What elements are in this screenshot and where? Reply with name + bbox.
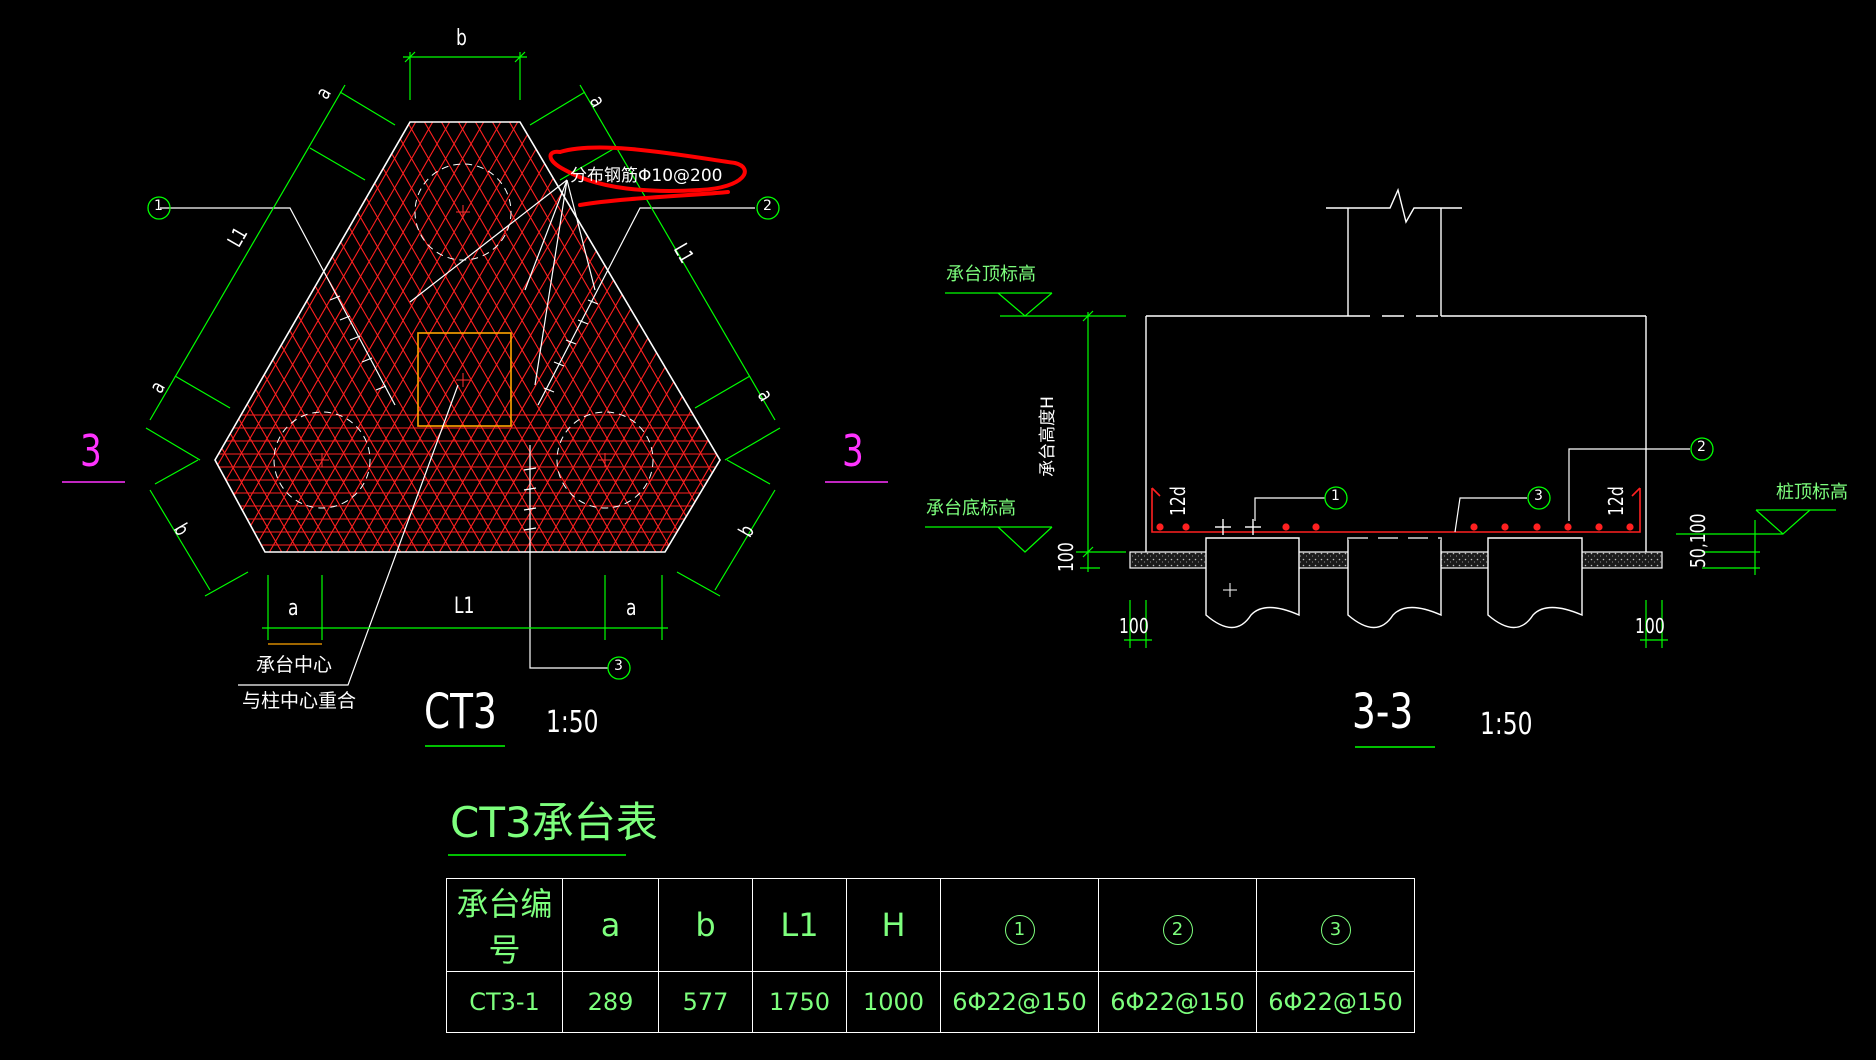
header-H: H xyxy=(846,878,941,972)
dim-L1-bottom: L1 xyxy=(454,594,475,619)
cell-rebar-1: 6Φ22@150 xyxy=(940,971,1099,1033)
pile-circle-left xyxy=(273,411,371,509)
section-cap xyxy=(1145,315,1647,552)
section-piles xyxy=(1205,537,1583,629)
cell-rebar-3: 6Φ22@150 xyxy=(1256,971,1415,1033)
marker-2-circle xyxy=(756,196,780,220)
plan-view xyxy=(62,51,888,747)
cell-H: 1000 xyxy=(846,971,941,1033)
cap-outline xyxy=(214,121,721,553)
section-marker-2: 2 xyxy=(1697,439,1706,455)
dim-100-left: 100 xyxy=(1119,614,1149,638)
section-mark-right: 3 xyxy=(842,426,864,477)
highlight-annotation xyxy=(548,145,747,207)
header-a: a xyxy=(562,878,659,972)
marker-2-label: 2 xyxy=(763,198,772,214)
cap-height-label: 承台高度H xyxy=(1037,396,1058,477)
plan-dimensions xyxy=(145,51,781,640)
header-cap-id: 承台编号 xyxy=(446,878,563,972)
header-L1: L1 xyxy=(752,878,847,972)
section-mark-left: 3 xyxy=(80,426,102,477)
dim-100-vertical: 100 xyxy=(1054,542,1078,572)
pile-top-elevation-label: 桩顶标高 xyxy=(1776,482,1848,503)
dim-50-100: 50,100 xyxy=(1686,513,1710,568)
section-marker-3: 3 xyxy=(1534,488,1543,504)
column-outline xyxy=(417,332,512,427)
plan-title: CT3 xyxy=(424,684,497,740)
section-scale: 1:50 xyxy=(1480,707,1533,742)
section-title: 3-3 xyxy=(1352,684,1414,740)
rebar-markers xyxy=(147,196,780,680)
pile-centers xyxy=(315,205,612,467)
leader-lines xyxy=(160,179,755,686)
table-title: CT3承台表 xyxy=(450,798,658,847)
column-center xyxy=(456,373,470,387)
bottom-elevation-label: 承台底标高 xyxy=(926,498,1016,519)
section-column xyxy=(1326,187,1462,316)
rebar-dots xyxy=(1156,523,1634,531)
marker-3-circle xyxy=(607,656,631,680)
hook-12d-right: 12d xyxy=(1604,486,1628,516)
leader-ticks xyxy=(329,295,599,531)
center-note-line1: 承台中心 xyxy=(256,654,333,676)
cell-L1: 1750 xyxy=(752,971,847,1033)
pile-circle-right xyxy=(556,411,654,509)
pile-cap-table: 承台编号 a b L1 H 1 2 3 CT3-1 289 577 1750 1… xyxy=(446,878,1415,1033)
plan-scale: 1:50 xyxy=(546,705,599,740)
cell-rebar-2: 6Φ22@150 xyxy=(1098,971,1257,1033)
header-rebar-3: 3 xyxy=(1256,878,1415,972)
dim-100-right: 100 xyxy=(1635,614,1665,638)
section-view xyxy=(925,187,1836,748)
header-marker-1: 1 xyxy=(1004,915,1035,945)
center-note-line2: 与柱中心重合 xyxy=(242,690,357,712)
header-b: b xyxy=(658,878,753,972)
pile-center-cross xyxy=(1223,583,1237,597)
section-dimensions xyxy=(925,292,1836,648)
dim-b-top: b xyxy=(456,26,467,51)
dim-a-bottom-right: a xyxy=(626,596,637,621)
section-rebar xyxy=(1151,487,1641,533)
table-header-row: 承台编号 a b L1 H 1 2 3 xyxy=(446,878,1415,972)
cell-b: 577 xyxy=(658,971,753,1033)
top-elevation-label: 承台顶标高 xyxy=(946,264,1036,285)
header-rebar-2: 2 xyxy=(1098,878,1257,972)
section-markers xyxy=(1324,437,1714,510)
header-marker-3: 3 xyxy=(1320,915,1351,945)
cell-a: 289 xyxy=(562,971,659,1033)
dim-a-bottom-left: a xyxy=(288,596,299,621)
cell-cap-id: CT3-1 xyxy=(446,971,563,1033)
hook-12d-left: 12d xyxy=(1166,486,1190,516)
rebar-note: 分布钢筋Φ10@200 xyxy=(570,166,723,186)
marker-3-label: 3 xyxy=(614,658,623,674)
table-row: CT3-1 289 577 1750 1000 6Φ22@150 6Φ22@15… xyxy=(446,971,1415,1033)
marker-1-circle xyxy=(147,196,171,220)
rebar-crosses xyxy=(1215,519,1261,535)
header-rebar-1: 1 xyxy=(940,878,1099,972)
section-marker-1: 1 xyxy=(1331,488,1340,504)
marker-1-label: 1 xyxy=(154,198,163,214)
pile-circles xyxy=(273,163,654,509)
pile-circle-top xyxy=(414,163,512,261)
section-leaders xyxy=(1254,448,1690,533)
header-marker-2: 2 xyxy=(1162,915,1193,945)
